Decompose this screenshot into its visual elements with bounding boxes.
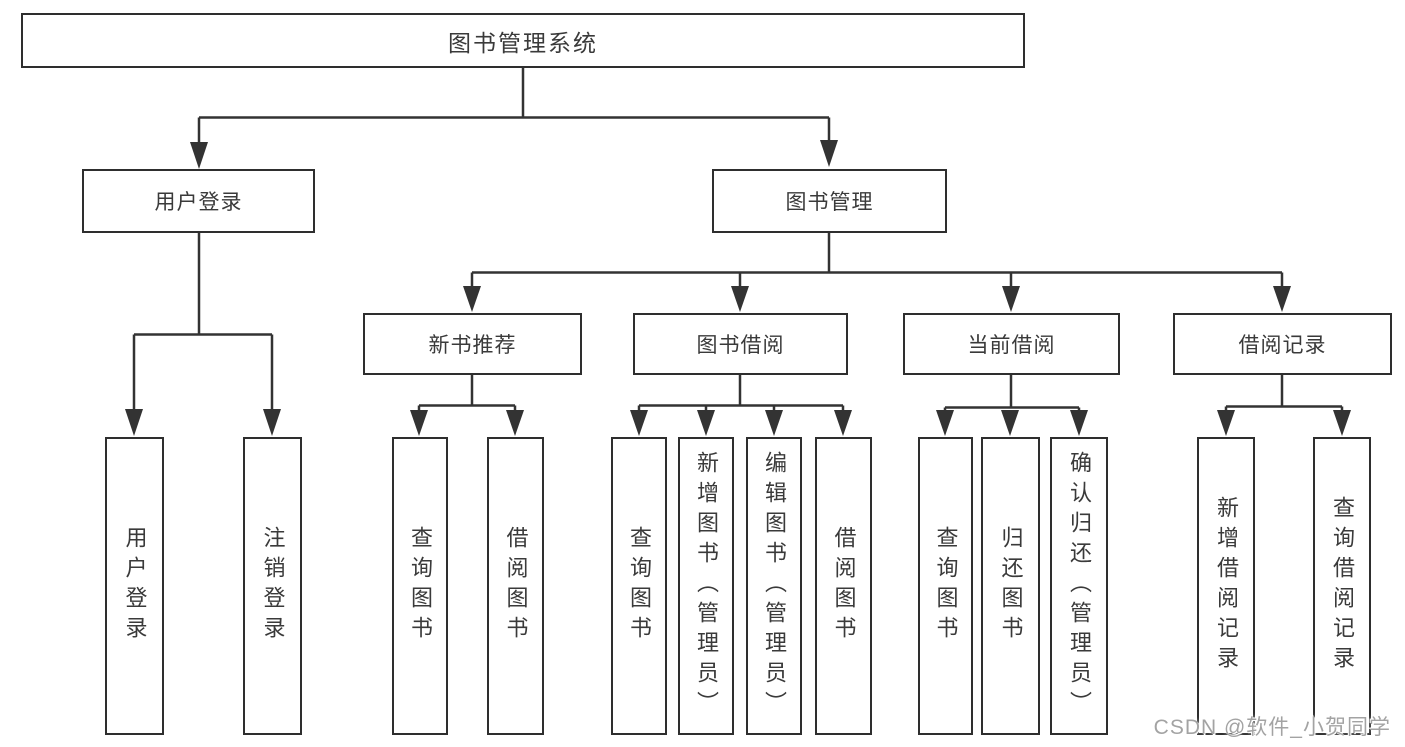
leaf-add-borrow-record-label: 新增借阅记录 xyxy=(1214,496,1239,676)
node-root: 图书管理系统 xyxy=(21,13,1025,68)
leaf-return-books-label: 归还图书 xyxy=(998,526,1024,646)
node-current-borrowing-label: 当前借阅 xyxy=(967,334,1056,357)
leaf-logout-label: 注销登录 xyxy=(260,526,286,646)
node-book-borrowing-label: 图书借阅 xyxy=(696,334,785,357)
leaf-user-login: 用户登录 xyxy=(105,437,164,735)
leaf-query-books-3-label: 查询图书 xyxy=(933,526,959,646)
leaf-confirm-return-admin: 确认归还（管理员） xyxy=(1050,437,1108,735)
node-book-management: 图书管理 xyxy=(712,169,947,233)
leaf-return-books: 归还图书 xyxy=(981,437,1040,735)
leaf-query-books-2: 查询图书 xyxy=(611,437,667,735)
leaf-add-borrow-record: 新增借阅记录 xyxy=(1197,437,1255,735)
leaf-query-borrow-record: 查询借阅记录 xyxy=(1313,437,1371,735)
leaf-confirm-return-admin-label: 确认归还（管理员） xyxy=(1067,451,1092,721)
leaf-add-books-admin-label: 新增图书（管理员） xyxy=(694,451,719,721)
watermark: CSDN @软件_小贺同学 xyxy=(1153,716,1391,739)
node-user-login: 用户登录 xyxy=(82,169,315,233)
node-root-label: 图书管理系统 xyxy=(448,29,598,56)
leaf-query-books-1: 查询图书 xyxy=(392,437,448,735)
node-book-borrowing: 图书借阅 xyxy=(633,313,848,375)
leaf-borrow-books-1-label: 借阅图书 xyxy=(503,526,529,646)
node-borrow-records: 借阅记录 xyxy=(1173,313,1392,375)
leaf-edit-books-admin: 编辑图书（管理员） xyxy=(746,437,802,735)
leaf-add-books-admin: 新增图书（管理员） xyxy=(678,437,734,735)
node-book-management-label: 图书管理 xyxy=(785,191,874,214)
leaf-logout: 注销登录 xyxy=(243,437,302,735)
leaf-query-books-3: 查询图书 xyxy=(918,437,973,735)
node-borrow-records-label: 借阅记录 xyxy=(1238,334,1327,357)
leaf-borrow-books-2: 借阅图书 xyxy=(815,437,872,735)
node-new-book-recommend: 新书推荐 xyxy=(363,313,582,375)
leaf-borrow-books-1: 借阅图书 xyxy=(487,437,544,735)
leaf-edit-books-admin-label: 编辑图书（管理员） xyxy=(762,451,787,721)
leaf-query-books-2-label: 查询图书 xyxy=(627,526,652,646)
node-new-book-recommend-label: 新书推荐 xyxy=(428,334,517,357)
leaf-borrow-books-2-label: 借阅图书 xyxy=(831,526,857,646)
node-current-borrowing: 当前借阅 xyxy=(903,313,1120,375)
node-user-login-label: 用户登录 xyxy=(154,191,243,214)
leaf-user-login-label: 用户登录 xyxy=(122,526,148,646)
leaf-query-borrow-record-label: 查询借阅记录 xyxy=(1330,496,1355,676)
leaf-query-books-1-label: 查询图书 xyxy=(408,526,433,646)
